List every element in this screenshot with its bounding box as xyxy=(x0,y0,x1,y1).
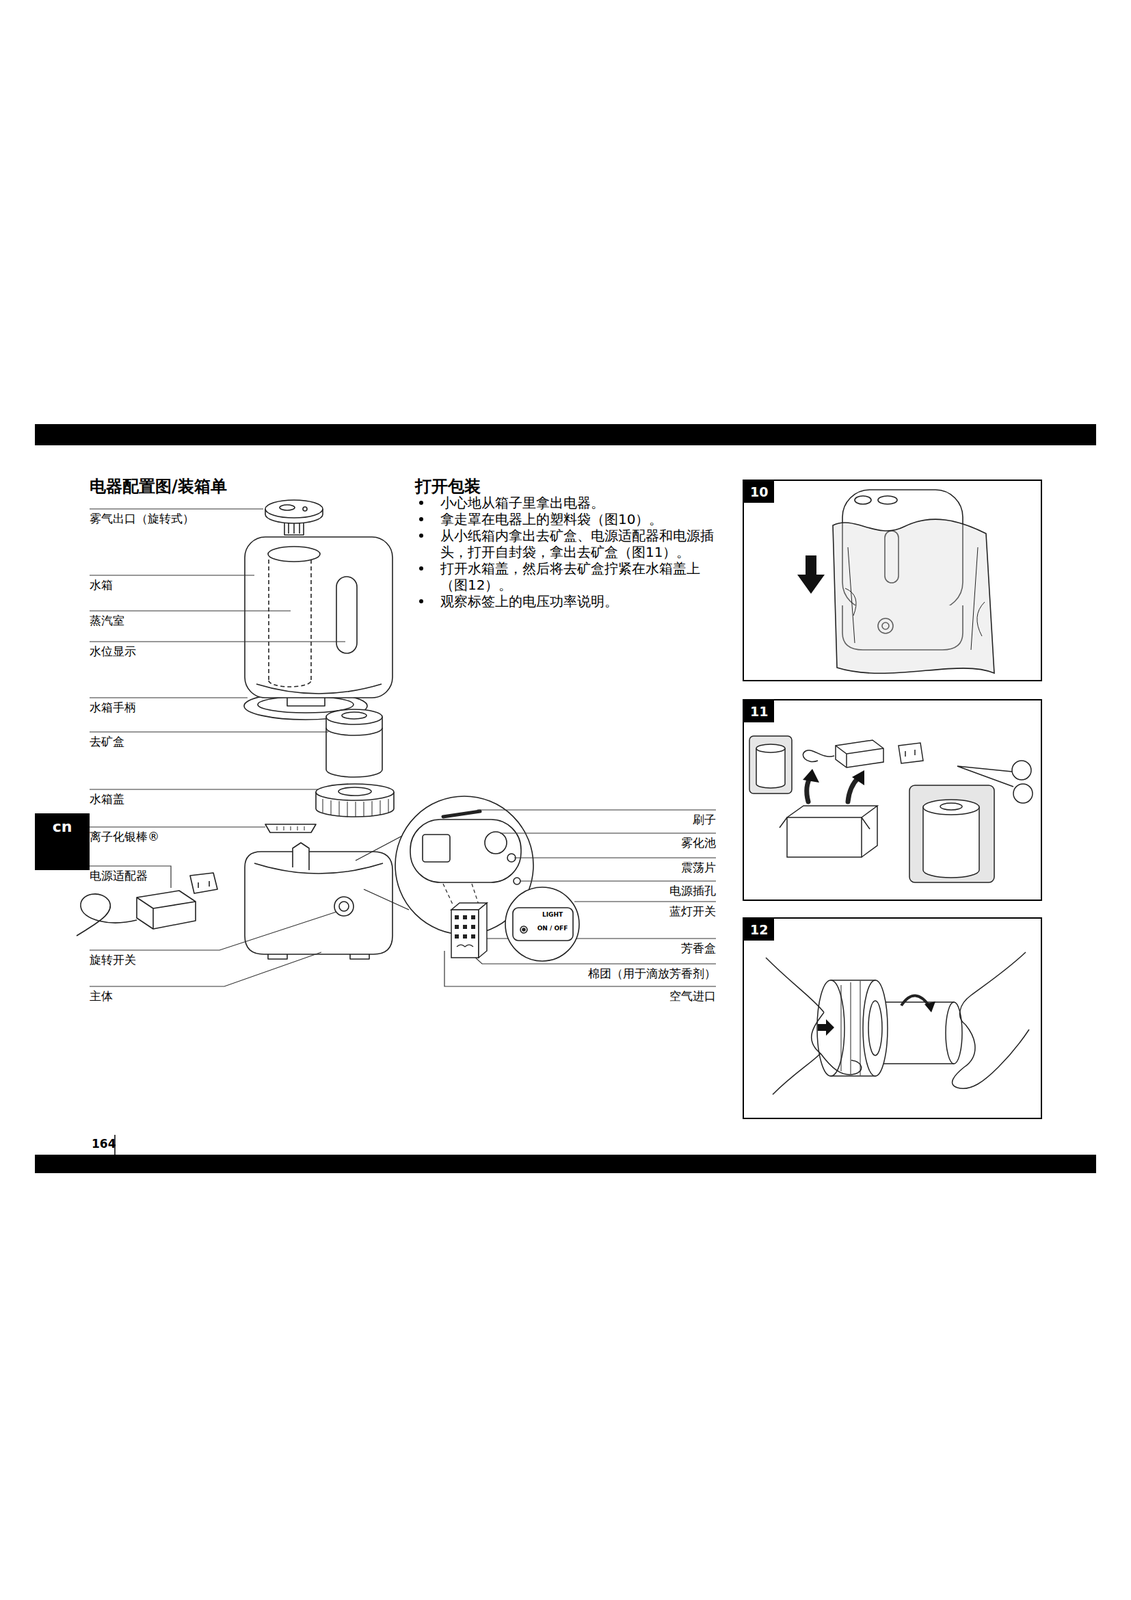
mist-hole xyxy=(279,504,295,511)
steam-chamber xyxy=(268,559,312,681)
part-label: 刷子 xyxy=(692,812,716,827)
exploded-view xyxy=(76,499,409,959)
figure-12-drawing xyxy=(765,951,1030,1095)
mist-cap-top xyxy=(265,499,323,518)
bullet-dot xyxy=(419,533,424,538)
figure-panel: 11 xyxy=(742,698,1043,901)
power-jack xyxy=(513,877,521,885)
part-label: 蓝灯开关 xyxy=(669,903,716,918)
figure-number: 11 xyxy=(743,700,775,723)
part-label: 电源插孔 xyxy=(669,883,716,898)
tank-opening xyxy=(268,546,321,562)
body-feet xyxy=(268,953,370,959)
bullet-dot xyxy=(419,500,424,505)
part-label: 雾化池 xyxy=(681,835,716,850)
instruction-list: 小心地从箱子里拿出电器。拿走罩在电器上的塑料袋（图10）。从小纸箱内拿出去矿盒、… xyxy=(417,494,727,610)
language-tab: cn xyxy=(34,813,90,870)
instruction-item: 打开水箱盖，然后将去矿盒拧紧在水箱盖上（图12）。 xyxy=(417,560,727,593)
aroma-box xyxy=(451,902,487,958)
instruction-text: 打开水箱盖，然后将去矿盒拧紧在水箱盖上（图12）。 xyxy=(440,560,725,593)
leader-lines xyxy=(89,508,716,987)
part-label: 水位显示 xyxy=(89,644,137,658)
part-label: 水箱手柄 xyxy=(89,700,137,714)
figure-panel: 12 xyxy=(742,916,1043,1119)
power-adapter xyxy=(136,890,196,929)
rotary-knob-inner xyxy=(339,901,349,911)
adapter-cable xyxy=(76,893,137,936)
figure-number: 10 xyxy=(743,480,775,503)
instruction-item: 拿走罩在电器上的塑料袋（图10）。 xyxy=(417,510,727,528)
figure-11-drawing xyxy=(749,735,1033,883)
rotary-knob xyxy=(334,896,354,916)
footer-bar xyxy=(34,1154,1097,1173)
mist-pool xyxy=(484,831,507,854)
instruction-item: 观察标签上的电压功率说明。 xyxy=(417,592,727,610)
part-label: 雾气出口（旋转式） xyxy=(89,511,195,526)
part-label: 水箱 xyxy=(89,577,113,592)
cartridge-cap xyxy=(341,711,367,719)
figure-10-drawing xyxy=(797,489,995,673)
page-number: 164 xyxy=(91,1136,117,1151)
figure-number: 12 xyxy=(743,918,775,941)
tank-bottom xyxy=(256,683,382,694)
tab-text: cn xyxy=(34,813,90,835)
part-label: 离子化银棒® xyxy=(89,829,160,844)
switch-detail xyxy=(505,886,580,961)
tank-cap-top xyxy=(315,783,394,801)
instruction-text: 拿走罩在电器上的塑料袋（图10）。 xyxy=(440,510,725,528)
instruction-item: 小心地从箱子里拿出电器。 xyxy=(417,494,727,511)
body-rim xyxy=(254,862,383,874)
mist-dot xyxy=(302,506,308,511)
tank-cap-center xyxy=(338,787,372,796)
cartridge-top xyxy=(326,709,383,725)
instruction-text: 小心地从箱子里拿出电器。 xyxy=(440,494,725,511)
part-label: 主体 xyxy=(89,988,113,1003)
header-bar xyxy=(34,423,1097,446)
instruction-item: 从小纸箱内拿出去矿盒、电源适配器和电源插头，打开自封袋，拿出去矿盒（图11）。 xyxy=(417,527,727,561)
cartridge-side xyxy=(326,716,383,777)
cap-ridges xyxy=(322,798,389,817)
air-path xyxy=(443,883,479,904)
part-label: 水箱盖 xyxy=(89,791,125,806)
instruction-text: 观察标签上的电压功率说明。 xyxy=(440,592,725,610)
silver-stick xyxy=(265,823,316,833)
bullet-dot xyxy=(419,599,424,604)
body-inner-block xyxy=(292,842,310,870)
bullet-dot xyxy=(419,566,424,571)
part-label: 旋转开关 xyxy=(89,952,137,967)
part-label: 去矿盒 xyxy=(89,734,125,749)
plug-pins xyxy=(198,880,210,888)
switch-marking: LIGHT xyxy=(542,910,563,919)
detail-body xyxy=(410,819,522,883)
cartridge-band xyxy=(326,727,383,736)
part-label: 芳香盒 xyxy=(681,940,716,955)
switch-marking: ON / OFF xyxy=(537,924,569,933)
part-label: 空气进口 xyxy=(669,988,716,1003)
water-tank xyxy=(244,536,393,698)
part-label: 电源适配器 xyxy=(89,868,148,883)
section-heading: 打开包装 xyxy=(415,476,481,497)
part-label: 震荡片 xyxy=(681,860,716,874)
bullet-dot xyxy=(419,516,424,522)
main-body xyxy=(244,851,393,954)
brush xyxy=(443,810,481,817)
instruction-text: 从小纸箱内拿出去矿盒、电源适配器和电源插头，打开自封袋，拿出去矿盒（图11）。 xyxy=(440,527,725,561)
part-label: 棉团（用于滴放芳香剂） xyxy=(588,966,716,980)
detail-block xyxy=(422,834,450,862)
plug xyxy=(190,872,218,894)
part-label: 蒸汽室 xyxy=(89,613,125,628)
figure-panel: 10 xyxy=(742,479,1043,682)
steam-chamber-bottom xyxy=(268,680,312,687)
adapter-edges xyxy=(136,897,196,929)
stick-marks xyxy=(276,826,305,831)
page-heading: 电器配置图/装箱单 xyxy=(89,476,228,497)
